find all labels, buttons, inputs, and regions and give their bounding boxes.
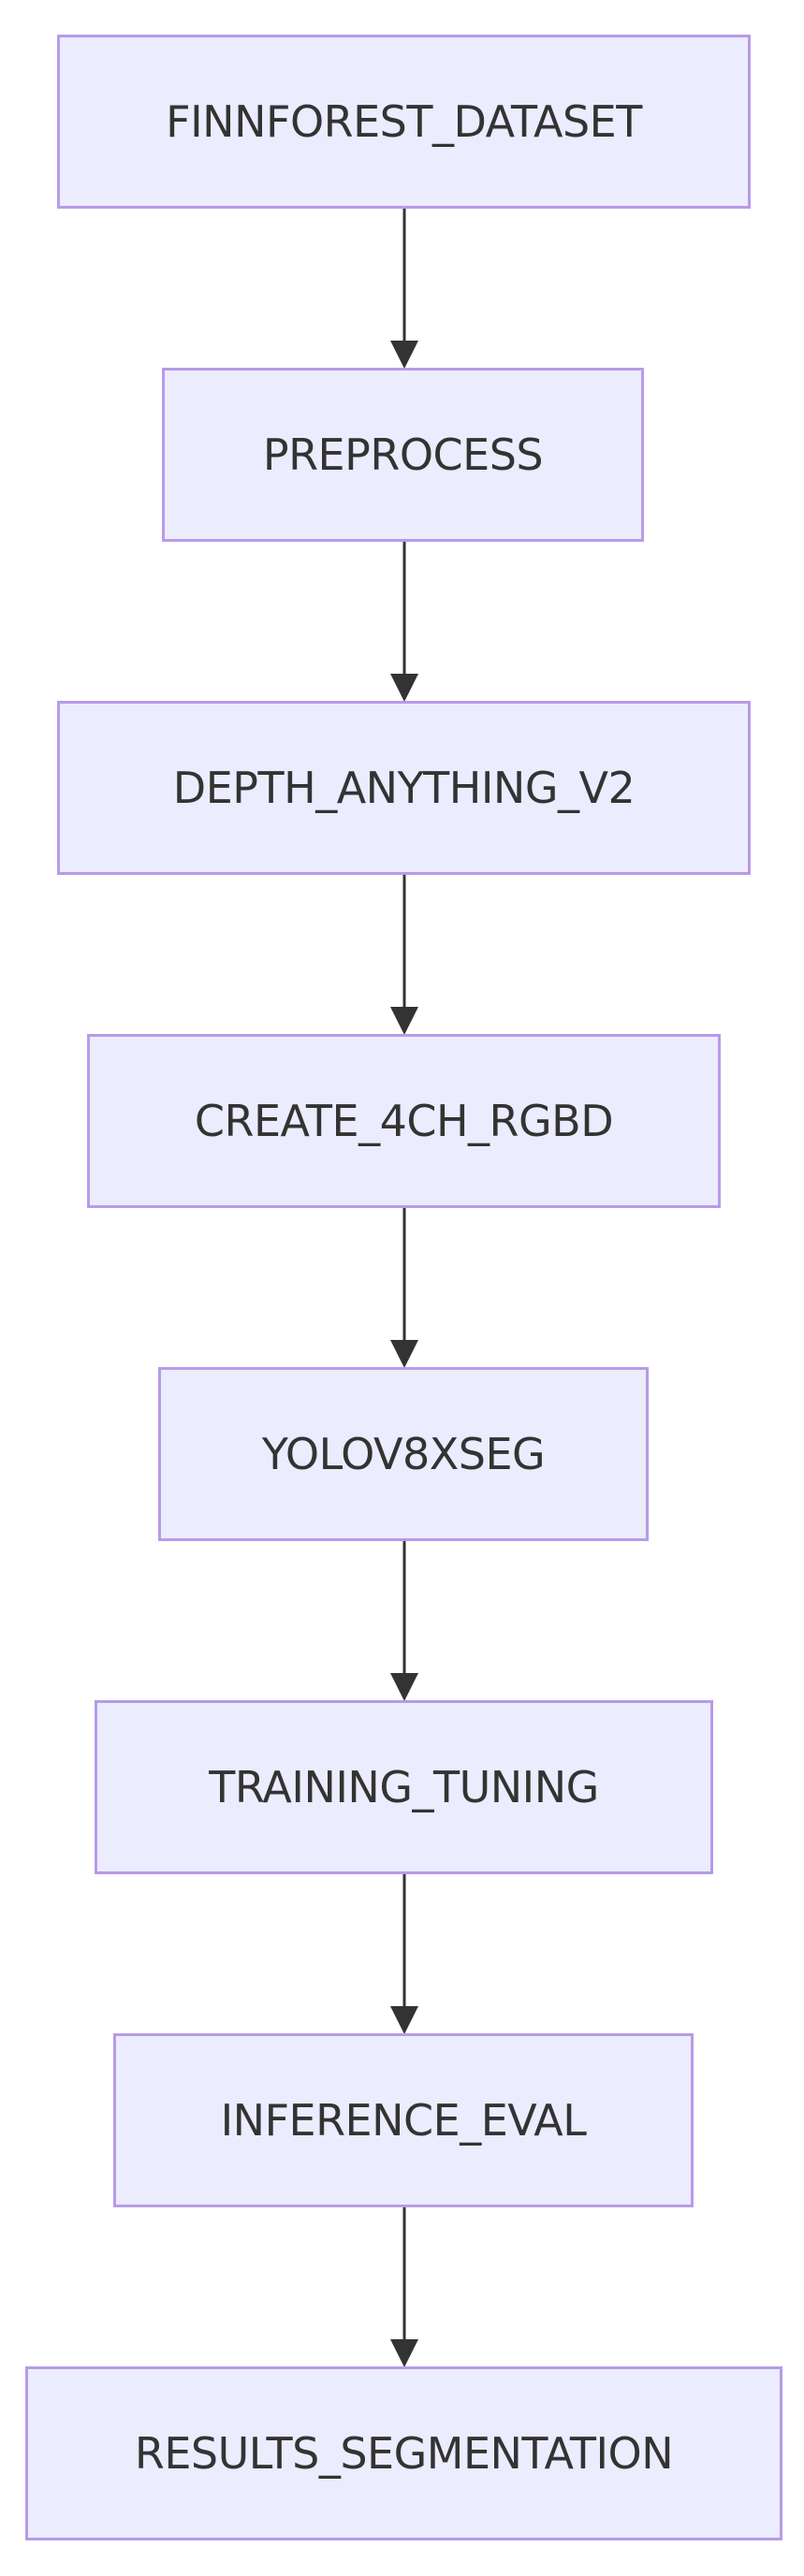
- node-label: PREPROCESS: [262, 429, 544, 480]
- node-label: RESULTS_SEGMENTATION: [134, 2428, 674, 2479]
- node-training-tuning: TRAINING_TUNING: [95, 1700, 713, 1874]
- node-depth-anything-v2: DEPTH_ANYTHING_V2: [57, 701, 751, 875]
- node-label: INFERENCE_EVAL: [220, 2095, 587, 2146]
- node-label: DEPTH_ANYTHING_V2: [172, 763, 636, 813]
- node-preprocess: PREPROCESS: [162, 368, 644, 542]
- node-label: CREATE_4CH_RGBD: [194, 1096, 614, 1146]
- node-create-4ch-rgbd: CREATE_4CH_RGBD: [87, 1034, 721, 1208]
- node-finnforest-dataset: FINNFOREST_DATASET: [57, 35, 751, 209]
- node-inference-eval: INFERENCE_EVAL: [113, 2033, 694, 2207]
- node-label: TRAINING_TUNING: [209, 1762, 599, 1812]
- node-label: FINNFOREST_DATASET: [166, 96, 642, 147]
- node-label: YOLOV8XSEG: [261, 1429, 546, 1479]
- node-yolov8xseg: YOLOV8XSEG: [158, 1367, 649, 1541]
- node-results-segmentation: RESULTS_SEGMENTATION: [25, 2366, 782, 2540]
